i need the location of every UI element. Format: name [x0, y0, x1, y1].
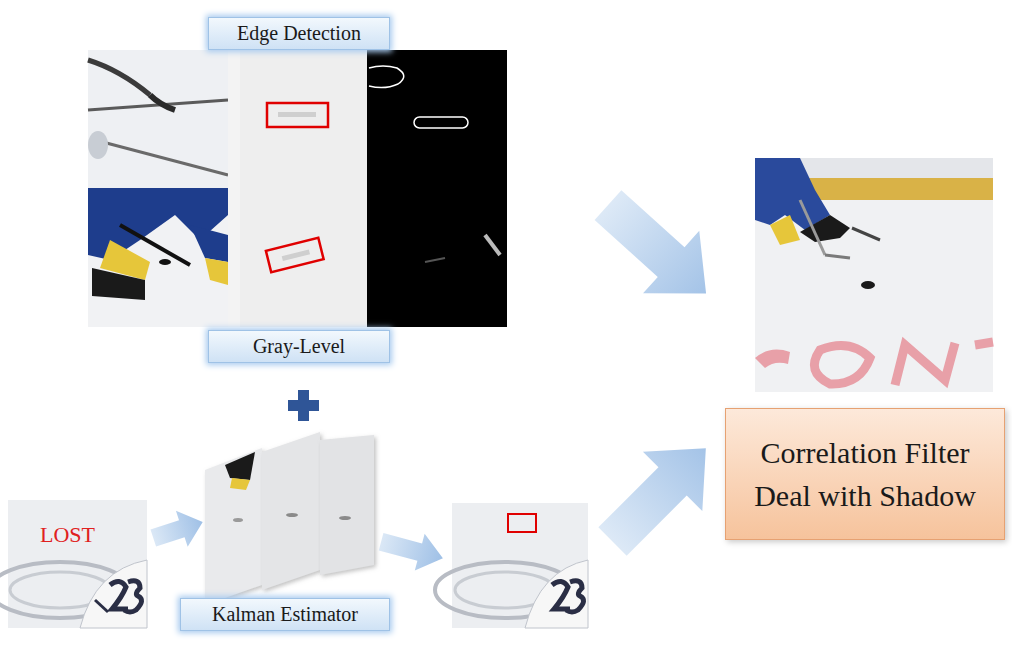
flow-arrow: [583, 418, 736, 571]
plus-symbol: [288, 390, 319, 421]
photo-collage: [88, 50, 507, 327]
estimated-frame-photo: [435, 503, 588, 628]
status-label: LOST: [40, 522, 95, 548]
process-box: Correlation Filter Deal with Shadow: [725, 408, 1005, 540]
node-text: Gray-Level: [253, 335, 345, 358]
flow-arrow: [147, 504, 208, 556]
flow-arrow: [580, 174, 734, 325]
lost-frame-photo: [0, 500, 147, 628]
method-label: Edge Detection: [208, 17, 390, 50]
node-text: Edge Detection: [237, 22, 361, 45]
node-text: Kalman Estimator: [212, 603, 358, 626]
method-label: Kalman Estimator: [180, 598, 390, 631]
result-photo: [755, 158, 993, 392]
flow-arrow: [376, 523, 448, 576]
method-label: Gray-Level: [208, 330, 390, 363]
node-text: Correlation Filter Deal with Shadow: [737, 431, 993, 518]
kalman-frames: [205, 432, 374, 605]
